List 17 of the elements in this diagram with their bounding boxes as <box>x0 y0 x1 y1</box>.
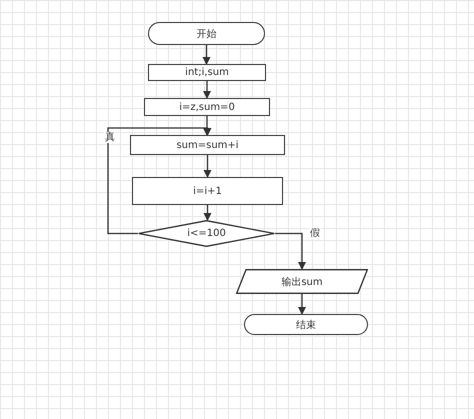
terminal-box: 结束 <box>244 314 368 335</box>
io-parallelogram: 输出sum <box>236 269 368 294</box>
arrow <box>107 127 212 234</box>
arrow <box>204 155 212 178</box>
arrow <box>275 232 306 270</box>
edge-label: 真 <box>104 132 116 143</box>
process-box: i=i+1 <box>132 177 283 205</box>
arrow <box>202 45 210 65</box>
edge-label: 假 <box>309 228 321 239</box>
process-box: int;i,sum <box>148 64 266 81</box>
arrow <box>203 81 211 99</box>
arrow <box>204 205 212 221</box>
terminal-box: 开始 <box>148 22 265 45</box>
arrow <box>298 294 306 315</box>
process-box: i=z,sum=0 <box>144 98 270 116</box>
decision-diamond: i<=100 <box>138 220 275 247</box>
process-box: sum=sum+i <box>130 135 285 155</box>
